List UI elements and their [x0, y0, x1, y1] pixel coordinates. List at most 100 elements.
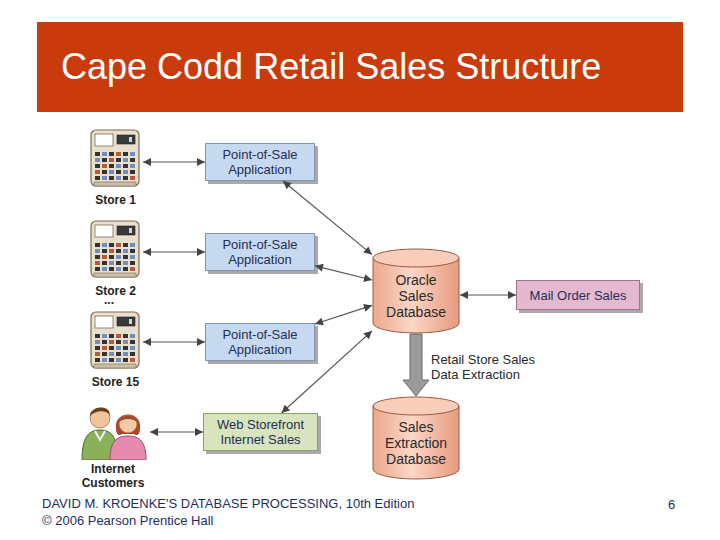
register-key: [102, 152, 107, 156]
cash-register-drawing: [88, 309, 143, 371]
cylinder-text-area: Sales Extraction Database: [372, 412, 460, 474]
customer-icon: Internet Customers: [76, 398, 150, 490]
register-drawer: [94, 273, 136, 277]
cylinder-top: [373, 397, 459, 415]
icon-caption: Store 1: [70, 193, 161, 207]
arrow-head: [315, 264, 324, 272]
register-key: [123, 243, 128, 247]
database-cylinder: Oracle Sales Database: [372, 248, 460, 334]
node-text: Web Storefront Internet Sales: [208, 417, 313, 447]
connector-arrow: [460, 291, 516, 299]
connector-arrow: [315, 264, 372, 282]
arrow-head: [363, 246, 372, 254]
cash-register-icon: Store 2: [88, 218, 143, 298]
register-key: [123, 255, 128, 259]
register-key: [102, 267, 107, 271]
cylinder-text-block: Sales Extraction Database: [380, 419, 452, 467]
application-box: Mail Order Sales: [516, 280, 640, 310]
register-key: [123, 346, 128, 350]
register-key: [102, 261, 107, 265]
register-key: [102, 243, 107, 247]
footer-text: DAVID M. KROENKE'S DATABASE PROCESSING, …: [42, 496, 414, 511]
register-key: [109, 261, 114, 265]
register-key: [116, 346, 121, 350]
cash-register-icon: Store 15: [88, 309, 143, 389]
icon-caption: Store 2: [70, 284, 161, 298]
block-arrow: [403, 334, 429, 396]
node-text: Store 1: [70, 193, 161, 207]
man-hair: [90, 408, 110, 416]
register-key: [109, 340, 114, 344]
register-key: [95, 346, 100, 350]
register-key: [123, 176, 128, 180]
register-body: [91, 312, 139, 368]
icon-caption: Store 15: [70, 375, 161, 389]
arrow-head: [143, 338, 151, 346]
node-text: Point-of-Sale Application: [210, 327, 310, 357]
application-box: Point-of-Sale Application: [205, 143, 315, 181]
arrow-head: [197, 248, 205, 256]
arrow-head: [283, 181, 292, 189]
register-key: [109, 164, 114, 168]
register-key: [123, 170, 128, 174]
connector-line: [143, 251, 205, 252]
cylinder-body: [373, 258, 459, 333]
register-key: [95, 267, 100, 271]
node-text: Point-of-Sale Application: [210, 237, 310, 267]
register-key: [130, 352, 135, 356]
application-box: Point-of-Sale Application: [205, 233, 315, 271]
node-text: Store 2: [70, 284, 161, 298]
connector-arrow: [143, 158, 205, 166]
register-key: [130, 267, 135, 271]
register-key: [102, 352, 107, 356]
register-key: [116, 243, 121, 247]
connector-line: [315, 266, 372, 280]
register-key: [123, 158, 128, 162]
register-key: [116, 267, 121, 271]
node-text: Store 15: [70, 375, 161, 389]
database-cylinder: Sales Extraction Database: [372, 396, 460, 480]
register-key: [116, 255, 121, 259]
application-box: Web Storefront Internet Sales: [203, 413, 318, 451]
register-key: [123, 261, 128, 265]
register-display-glyph: [129, 228, 132, 233]
register-key: [130, 249, 135, 253]
register-key: [130, 358, 135, 362]
arrow-head: [197, 158, 205, 166]
arrow-head: [460, 291, 468, 299]
register-key: [116, 358, 121, 362]
register-key: [130, 176, 135, 180]
arrow-head: [282, 405, 291, 413]
register-key: [102, 249, 107, 253]
application-box: Point-of-Sale Application: [205, 323, 315, 361]
register-key: [123, 164, 128, 168]
register-key: [95, 340, 100, 344]
register-body: [91, 130, 139, 186]
register-key: [130, 334, 135, 338]
cash-register-icon: Store 1: [88, 127, 143, 207]
register-key: [116, 176, 121, 180]
register-key: [102, 170, 107, 174]
register-key: [95, 261, 100, 265]
register-key: [123, 249, 128, 253]
connector-line: [315, 305, 372, 324]
arrow-head: [143, 158, 151, 166]
register-key: [130, 170, 135, 174]
arrow-head: [363, 304, 372, 312]
node-text: Internet Customers: [76, 462, 150, 490]
man-head: [90, 408, 110, 428]
register-display: [117, 226, 135, 235]
register-key: [123, 334, 128, 338]
edge-label: Retail Store Sales Data Extraction: [431, 352, 546, 382]
register-display: [117, 135, 135, 144]
woman-body: [110, 436, 146, 460]
footer-text: © 2006 Pearson Prentice Hall: [42, 513, 213, 528]
register-key: [116, 170, 121, 174]
register-key: [102, 255, 107, 259]
register-key: [102, 334, 107, 338]
connector-arrow: [143, 338, 205, 346]
arrow-head: [363, 274, 372, 282]
connector-line: [143, 161, 205, 162]
register-key: [116, 249, 121, 253]
